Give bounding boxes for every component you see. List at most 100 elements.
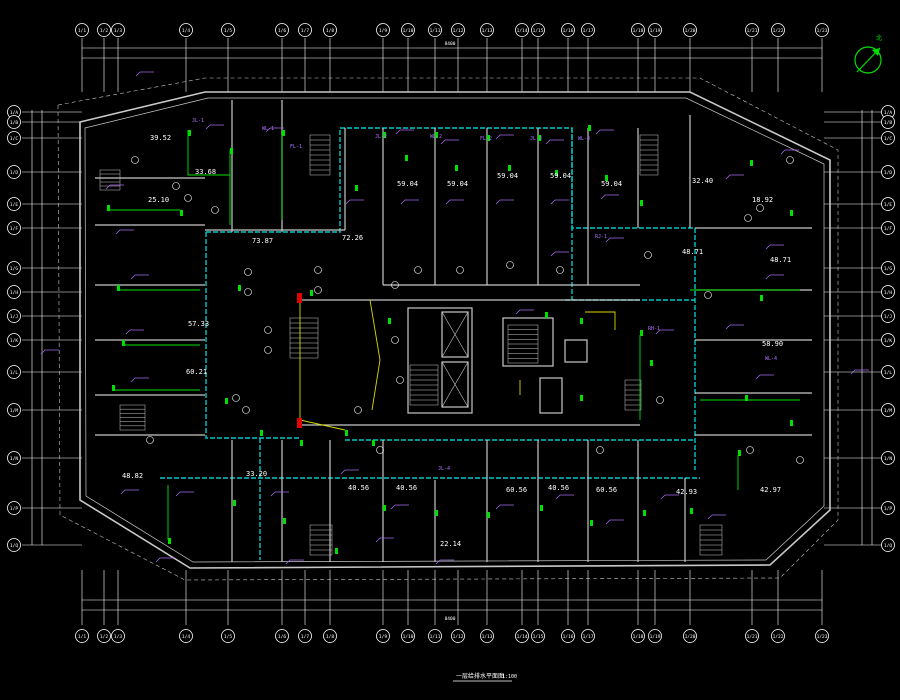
fixture-riser — [112, 385, 115, 391]
axis-bubble-top: 1/19 — [648, 23, 662, 37]
axis-label: 1/6 — [278, 28, 286, 34]
water-main-pipes — [160, 127, 700, 560]
fixture-riser — [107, 205, 110, 211]
axis-bubble-top: 1/23 — [815, 23, 829, 37]
axis-label: 1/4 — [182, 28, 190, 34]
room-area-label: 59.04 — [550, 172, 571, 180]
axis-bubble-right: 1/L — [881, 365, 895, 379]
annotation-leader — [120, 489, 126, 495]
axis-bubble-bottom: 1/10 — [401, 629, 415, 643]
axis-label: 1/20 — [685, 28, 696, 34]
axis-bubble-top: 1/12 — [451, 23, 465, 37]
axis-label: 1/15 — [533, 28, 544, 34]
floor-drain-icon — [211, 206, 219, 214]
plumbing-fixtures — [107, 125, 804, 554]
fixture-riser — [790, 210, 793, 216]
annotation-leader — [550, 251, 556, 257]
axis-bubble-top: 1/6 — [275, 23, 289, 37]
fixture-riser — [538, 135, 541, 141]
axis-label: 1/12 — [453, 28, 464, 34]
axis-bubble-left: 1/G — [7, 261, 21, 275]
axis-label: 1/22 — [773, 28, 784, 34]
fixture-riser — [580, 318, 583, 324]
room-area-label: 40.56 — [348, 484, 369, 492]
axis-bubble-top: 1/15 — [531, 23, 545, 37]
axis-bubble-top: 1/10 — [401, 23, 415, 37]
fixture-riser — [230, 148, 233, 154]
annotation-leader — [130, 274, 136, 280]
annotation-leader — [135, 71, 141, 77]
fixture-riser — [282, 130, 285, 136]
axis-bubble-left: 1/Q — [7, 538, 21, 552]
annotation-leader — [605, 519, 611, 525]
fixture-riser — [750, 160, 753, 166]
axis-bubble-top: 1/16 — [561, 23, 575, 37]
axis-label: 1/G — [884, 266, 892, 272]
fixture-riser — [580, 395, 583, 401]
axis-label: 1/1 — [78, 634, 86, 640]
axis-label: 1/4 — [182, 634, 190, 640]
axis-bubble-top: 1/7 — [298, 23, 312, 37]
annotation-leader — [400, 199, 406, 205]
axis-label: 1/7 — [301, 28, 309, 34]
axis-bubble-top: 1/5 — [221, 23, 235, 37]
axis-bubble-bottom: 1/3 — [111, 629, 125, 643]
annotation-leader — [707, 514, 713, 520]
annotation-leader — [205, 124, 211, 130]
axis-bubble-bottom: 1/13 — [480, 629, 494, 643]
axis-bubble-right: 1/C — [881, 131, 895, 145]
axis-label: 1/10 — [403, 634, 414, 640]
fixture-riser — [168, 538, 171, 544]
annotation-leader — [545, 139, 551, 145]
floor-drain-icon — [656, 396, 664, 404]
axis-label: 1/17 — [583, 28, 594, 34]
axis-bubble-left: 1/P — [7, 501, 21, 515]
axis-label: 1/21 — [747, 28, 758, 34]
annotation-leader — [850, 369, 856, 375]
fixture-riser — [355, 185, 358, 191]
axis-bubble-bottom: 1/2 — [97, 629, 111, 643]
fixture-riser — [225, 398, 228, 404]
fixture-riser — [335, 548, 338, 554]
axis-bubble-right: 1/H — [881, 285, 895, 299]
fixture-riser — [435, 510, 438, 516]
axis-bubble-left: 1/K — [7, 333, 21, 347]
floor-drain-icon — [556, 266, 564, 274]
fixture-riser — [180, 210, 183, 216]
floor-drain-icon — [786, 156, 794, 164]
dimension-total-top: 8400 — [445, 41, 456, 47]
annotation-leader — [270, 491, 276, 497]
axis-bubble-top: 1/20 — [683, 23, 697, 37]
pipe-label: JL-1 — [192, 118, 204, 124]
axis-bubble-top: 1/18 — [631, 23, 645, 37]
axis-bubble-bottom: 1/22 — [771, 629, 785, 643]
fixture-riser — [643, 510, 646, 516]
axis-bubble-right: 1/E — [881, 197, 895, 211]
floor-drain-icon — [264, 326, 272, 334]
annotation-leader — [605, 237, 611, 243]
axis-label: 1/7 — [301, 634, 309, 640]
axis-bubble-bottom: 1/20 — [683, 629, 697, 643]
axis-bubble-left: 1/F — [7, 221, 21, 235]
dimension-texts: 8400 8400 — [445, 41, 456, 622]
floor-drain-icon — [131, 156, 139, 164]
axis-bubble-bottom: 1/11 — [428, 629, 442, 643]
room-area-label: 39.52 — [150, 134, 171, 142]
axis-bubble-bottom: 1/19 — [648, 629, 662, 643]
axis-bubble-bottom: 1/12 — [451, 629, 465, 643]
room-area-label: 72.26 — [342, 234, 363, 242]
axis-label: 1/Q — [884, 543, 892, 549]
fixture-riser — [372, 440, 375, 446]
fixture-riser — [117, 285, 120, 291]
room-area-label: 42.97 — [760, 486, 781, 494]
axis-bubble-right: 1/J — [881, 309, 895, 323]
pipe-label: WL-3 — [578, 136, 590, 142]
annotation-leader — [375, 537, 381, 543]
axis-bubble-right: 1/M — [881, 403, 895, 417]
annotation-leader — [595, 129, 601, 135]
axis-label: 1/8 — [326, 28, 334, 34]
floor-drain-icon — [232, 394, 240, 402]
fixture-riser — [383, 505, 386, 511]
floor-drain-icon — [506, 261, 514, 269]
